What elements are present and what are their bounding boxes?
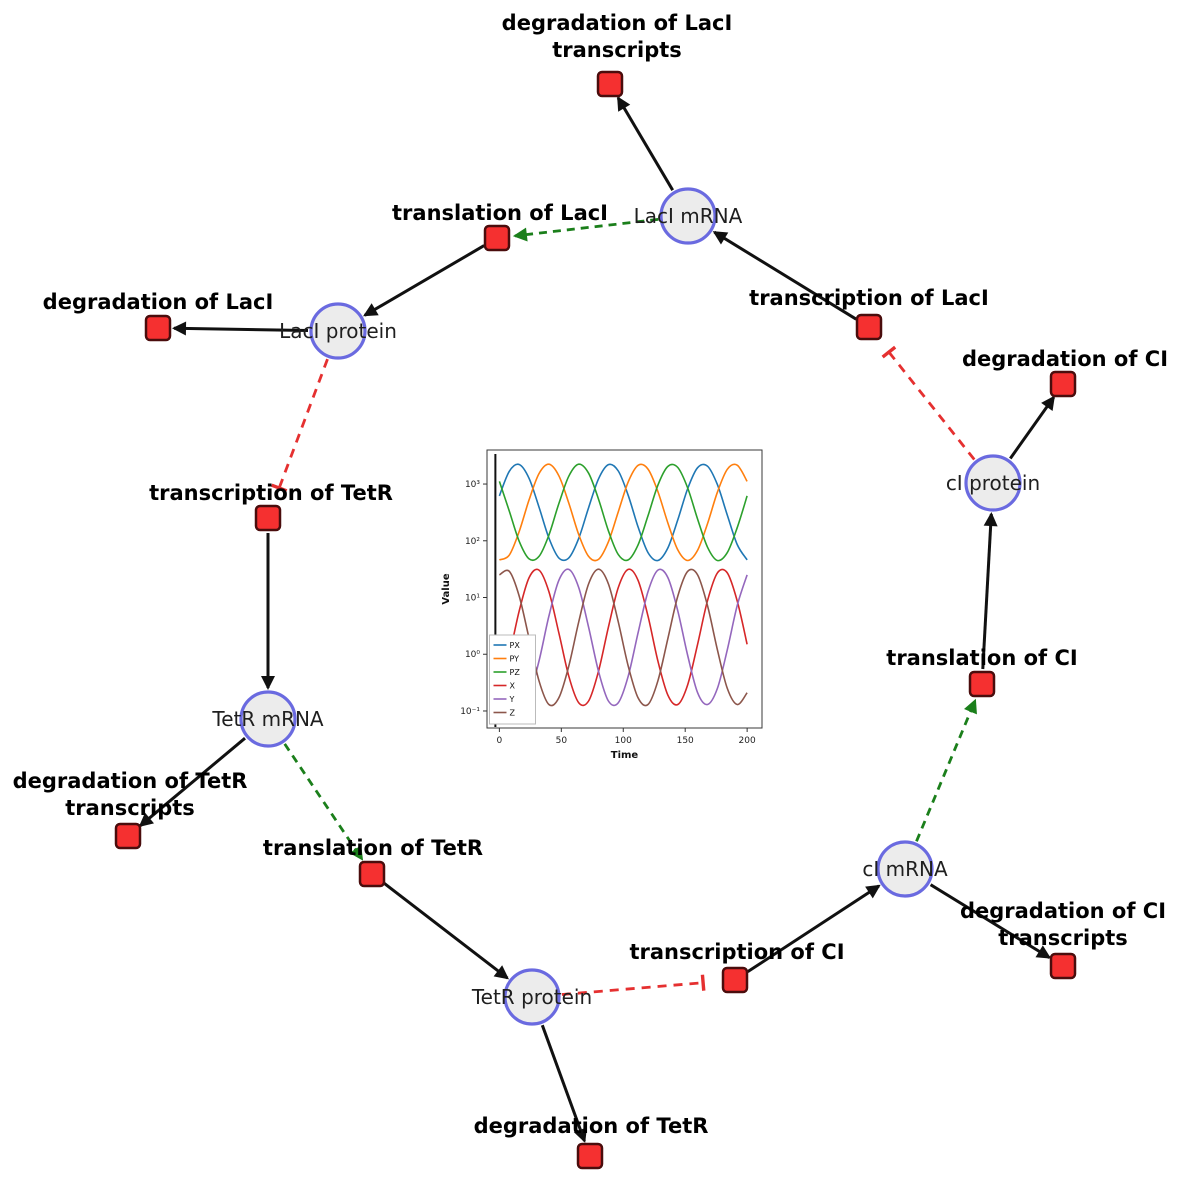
edge-reactant-ci_mrna-to-deg_ci_transcripts: [929, 883, 1052, 959]
edge-inhibition-tetr_protein-to-transc_ci: [561, 974, 706, 996]
legend-label-X: X: [510, 682, 516, 691]
edge-reactant-ci_protein-to-deg_ci: [1009, 395, 1056, 460]
species-label-ci_protein: cI protein: [946, 471, 1040, 495]
reaction-node-deg_laci: [144, 314, 172, 342]
x-axis-label: Time: [611, 750, 639, 761]
edge-modifier-tetr_mrna-to-transl_tetr: [283, 743, 364, 861]
reaction-node-deg_ci: [1049, 370, 1077, 398]
species-node-laci_protein: [309, 302, 367, 360]
reaction-label-deg_tetr: degradation of TetR: [474, 1114, 709, 1138]
species-node-ci_mrna: [876, 840, 934, 898]
x-tick-label: 150: [677, 736, 694, 746]
edge-modifier-ci_mrna-to-transl_ci: [915, 698, 977, 842]
reaction-label-transc_tetr: transcription of TetR: [149, 481, 393, 505]
x-tick-label: 0: [497, 736, 503, 746]
legend-label-Z: Z: [510, 709, 516, 718]
edge-reactant-tetr_protein-to-deg_tetr: [540, 1024, 587, 1143]
reaction-node-deg_tetr_transcripts: [114, 822, 142, 850]
y-tick-label: 10³: [465, 480, 480, 490]
y-tick-label: 10⁻¹: [460, 707, 480, 717]
reaction-node-transl_laci: [483, 224, 511, 252]
species-label-ci_mrna: cI mRNA: [862, 857, 948, 881]
edge-product-transc_laci-to-laci_mrna: [712, 230, 857, 321]
edge-product-transl_tetr-to-tetr_protein: [382, 881, 509, 980]
series-line-Z: [498, 568, 748, 707]
series-line-PY: [499, 463, 748, 562]
edge-reactant-laci_protein-to-deg_laci: [172, 321, 309, 336]
edge-modifier-laci_mrna-to-transl_laci: [512, 218, 659, 242]
reaction-label-transl_laci: translation of LacI: [392, 201, 608, 225]
x-tick-label: 100: [615, 736, 632, 746]
legend-box: [489, 634, 536, 725]
reaction-node-transc_laci: [855, 313, 883, 341]
edge-inhibition-laci_protein-to-transc_tetr: [271, 358, 329, 493]
nodes-layer: [114, 70, 1077, 1170]
y-tick-label: 10²: [465, 537, 480, 547]
edge-product-transc_ci-to-ci_mrna: [746, 884, 881, 974]
edge-reactant-laci_mrna-to-deg_laci_transcripts: [616, 96, 674, 191]
species-label-laci_mrna: LacI mRNA: [634, 204, 743, 228]
edge-inhibition-ci_protein-to-transc_laci: [881, 345, 976, 461]
y-axis-label: Value: [441, 573, 452, 604]
series-line-Y: [498, 568, 748, 707]
reaction-label-transl_tetr: translation of TetR: [263, 836, 483, 860]
reaction-label-transc_ci: transcription of CI: [629, 940, 844, 964]
series-line-PZ: [498, 463, 748, 562]
x-tick-label: 200: [739, 736, 756, 746]
species-label-laci_protein: LacI protein: [279, 319, 397, 343]
legend-label-PZ: PZ: [510, 668, 521, 677]
reaction-node-transl_ci: [968, 670, 996, 698]
series-line-PX: [498, 463, 748, 562]
reaction-label-transc_laci: transcription of LacI: [749, 286, 989, 310]
edge-product-transl_ci-to-ci_protein: [981, 512, 998, 670]
species-label-tetr_protein: TetR protein: [471, 985, 592, 1009]
reaction-node-deg_ci_transcripts: [1049, 952, 1077, 980]
species-node-tetr_protein: [503, 968, 561, 1026]
reaction-label-deg_laci: degradation of LacI: [43, 290, 274, 314]
species-node-laci_mrna: [659, 187, 717, 245]
edge-product-transl_laci-to-laci_protein: [363, 244, 485, 317]
y-tick-label: 10⁰: [465, 650, 480, 660]
edges-layer: [138, 96, 1056, 1143]
reaction-node-deg_laci_transcripts: [596, 70, 624, 98]
reaction-label-transl_ci: translation of CI: [886, 646, 1077, 670]
species-label-tetr_mrna: TetR mRNA: [211, 707, 324, 731]
reaction-node-transc_ci: [721, 966, 749, 994]
legend-label-Y: Y: [509, 695, 515, 704]
species-node-ci_protein: [964, 454, 1022, 512]
y-tick-label: 10¹: [465, 594, 480, 604]
legend-label-PY: PY: [510, 655, 520, 664]
x-tick-label: 50: [556, 736, 568, 746]
edge-reactant-tetr_mrna-to-deg_tetr_transcripts: [138, 737, 246, 827]
species-node-tetr_mrna: [239, 690, 297, 748]
reaction-node-transl_tetr: [358, 860, 386, 888]
reaction-node-deg_tetr: [576, 1142, 604, 1170]
legend-label-PX: PX: [510, 641, 521, 650]
reaction-label-deg_ci: degradation of CI: [962, 347, 1168, 371]
reaction-node-transc_tetr: [254, 504, 282, 532]
